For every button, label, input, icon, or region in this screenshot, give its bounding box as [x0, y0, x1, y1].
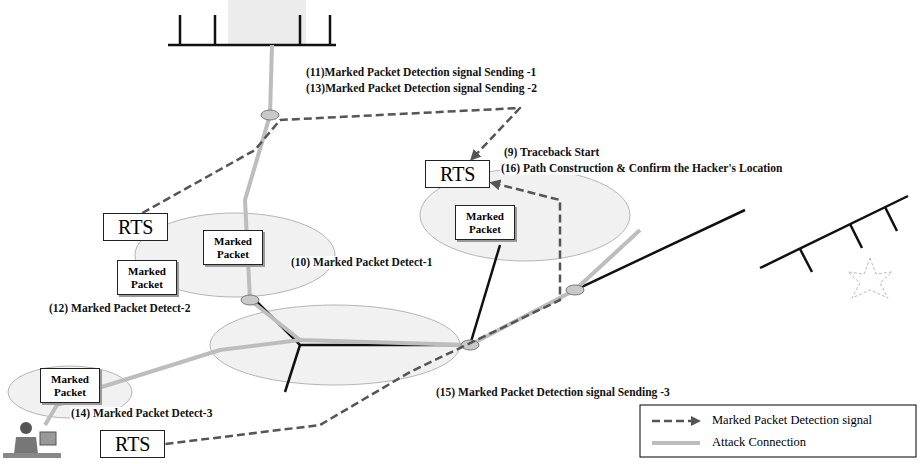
marked-packet-box: Marked Packet [117, 260, 177, 295]
lan-host [299, 15, 302, 45]
step-label: (11)Marked Packet Detection signal Sendi… [305, 66, 537, 79]
legend-frame [640, 405, 916, 457]
step-label: (15) Marked Packet Detection signal Send… [435, 386, 671, 399]
lan-host [214, 15, 217, 45]
network-link [285, 345, 300, 392]
target-burst [848, 258, 892, 298]
node-text: Marked Packet [214, 235, 252, 260]
lan-host [800, 249, 812, 272]
lan-bus [168, 44, 336, 47]
node-text: Marked Packet [466, 210, 504, 235]
top-lan [168, 0, 336, 45]
hacker-body [14, 437, 38, 454]
legend-text: Marked Packet Detection signal [712, 413, 872, 427]
node-text: RTS [118, 216, 153, 238]
node-text: Marked Packet [51, 373, 89, 398]
lan-host [885, 207, 897, 231]
network-link [255, 196, 908, 392]
rts-box: RTS [100, 430, 165, 458]
legend-sample-solid [652, 441, 700, 445]
legend-text: Attack Connection [712, 435, 806, 449]
building-shape [228, 0, 306, 44]
attack-connection [45, 45, 640, 425]
detection-signal-arrow [165, 182, 560, 444]
router [461, 340, 479, 350]
marked-packet-box: Marked Packet [455, 205, 515, 240]
lan-host [329, 15, 332, 45]
router [566, 285, 584, 295]
lan-host [179, 15, 182, 45]
node-text: RTS [440, 163, 475, 185]
router [261, 110, 279, 120]
detection-signal-arrow [142, 108, 520, 213]
step-label: (9) Traceback Start [503, 146, 600, 159]
monitor [40, 432, 56, 445]
legend-sample-dashed [652, 420, 700, 423]
desk [3, 453, 61, 458]
marked-packet-box: Marked Packet [40, 368, 100, 403]
rts-box: RTS [425, 160, 490, 188]
attack-connection [45, 340, 300, 425]
legend-box [640, 405, 916, 457]
hacker-head [20, 422, 32, 434]
lan-host [850, 224, 862, 248]
network-link [255, 210, 745, 345]
router [241, 295, 259, 305]
lan-bus [760, 196, 908, 268]
step-label: (13)Marked Packet Detection signal Sendi… [305, 82, 538, 95]
attack-connection [245, 45, 640, 345]
step-label: (16) Path Construction & Confirm the Hac… [500, 162, 783, 175]
network-cloud [8, 169, 630, 418]
node-text: Marked Packet [128, 265, 166, 290]
rts-box: RTS [103, 213, 168, 241]
marked-packet-box: Marked Packet [203, 230, 263, 265]
hacker-figure [3, 422, 61, 458]
step-label: (14) Marked Packet Detect-3 [70, 407, 213, 420]
step-label: (10) Marked Packet Detect-1 [290, 256, 433, 269]
step-label: (12) Marked Packet Detect-2 [48, 302, 191, 315]
node-text: RTS [115, 433, 150, 455]
